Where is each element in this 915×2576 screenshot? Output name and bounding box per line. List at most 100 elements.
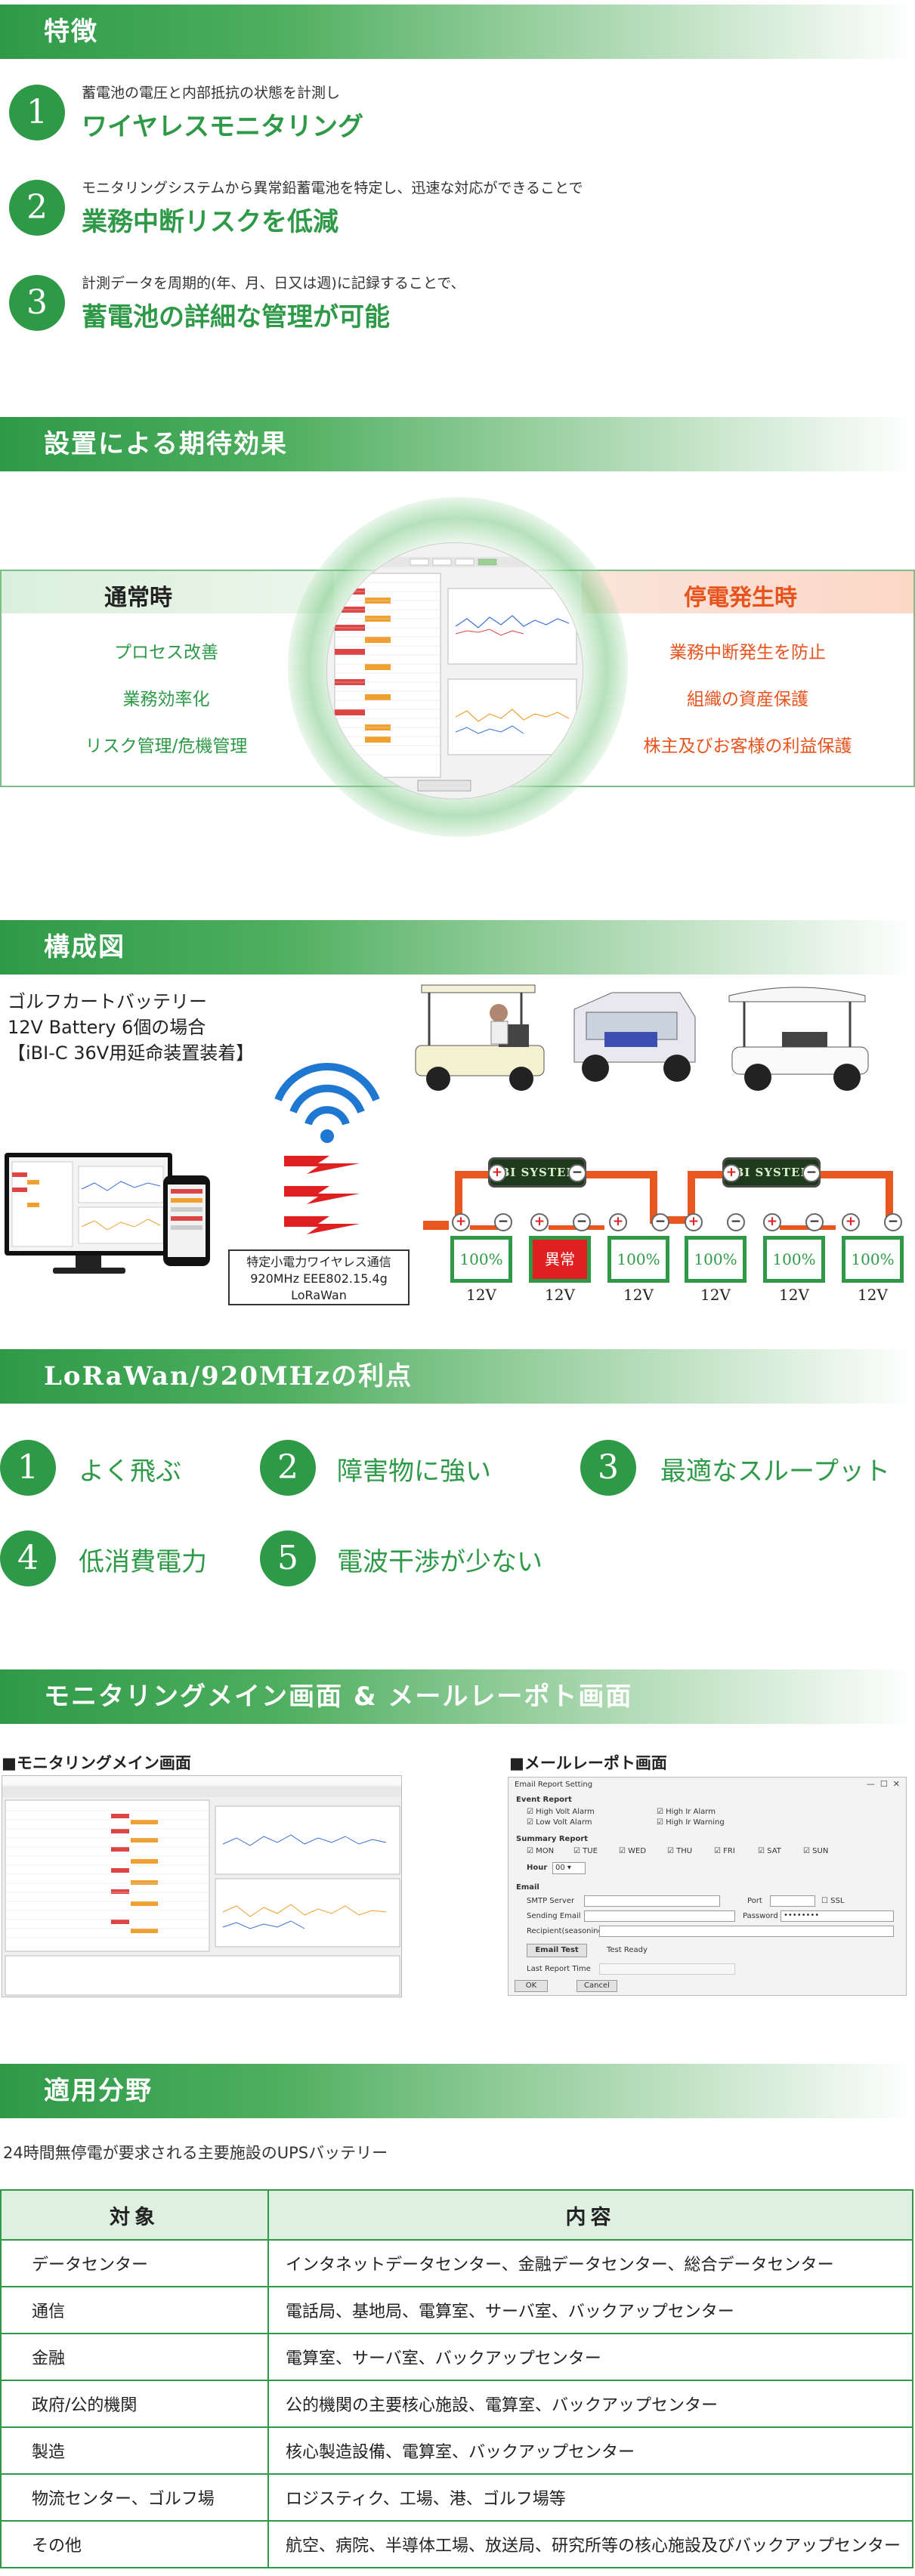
day-label: SUN: [812, 1847, 829, 1855]
feature-3-text: 計測データを周期的(年、月、日又は週)に記録することで、: [82, 275, 465, 292]
terminal-minus: −: [802, 1164, 821, 1182]
ssl-checkbox[interactable]: ☐ SSL: [821, 1897, 845, 1905]
monitoring-screenshot-circle: [326, 542, 583, 799]
col-content-header: 内容: [267, 2189, 913, 2241]
battery-3: 100%: [607, 1236, 669, 1283]
terminal-minus: −: [727, 1213, 745, 1231]
wire: [886, 1171, 893, 1224]
test-status-text: Test Ready: [607, 1946, 648, 1954]
terminal-plus: +: [763, 1213, 781, 1231]
lora-number: 1: [0, 1440, 56, 1496]
target-cell: 政府/公的機関: [0, 2380, 269, 2428]
terminal-minus: −: [494, 1213, 512, 1231]
password-label: Password: [743, 1912, 778, 1920]
battery-voltage-label: 12V: [779, 1286, 809, 1304]
table-row: 製造 核心製造設備、電算室、バックアップセンター: [0, 2426, 913, 2475]
outage-header-bg: [582, 571, 913, 613]
wire: [688, 1171, 695, 1224]
feature-3-title: 蓄電池の詳細な管理が可能: [82, 302, 390, 332]
table-row: 通信 電話局、基地局、電算室、サーバ室、バックアップセンター: [0, 2286, 913, 2334]
terminal-minus: −: [884, 1213, 902, 1231]
composition-desc-line: 【iBI-C 36V用延命装置装着】: [8, 1042, 255, 1064]
spec-line: 特定小電力ワイヤレス通信: [246, 1255, 391, 1269]
target-cell: その他: [0, 2520, 269, 2568]
wire: [650, 1171, 657, 1224]
battery-voltage-label: 12V: [545, 1286, 575, 1304]
day-checkbox[interactable]: ☑ MON: [527, 1847, 555, 1855]
cancel-button[interactable]: Cancel: [577, 1980, 617, 1992]
sending-email-input[interactable]: [584, 1910, 735, 1922]
radio-waves-icon: [284, 1156, 360, 1234]
content-cell: インタネットデータセンター、金融データセンター、総合データセンター: [267, 2239, 913, 2287]
low-volt-checkbox[interactable]: ☑ Low Volt Alarm: [527, 1818, 592, 1827]
target-cell: 通信: [0, 2286, 269, 2334]
high-ir-warning-checkbox[interactable]: ☑ High Ir Warning: [657, 1818, 725, 1827]
application-table: 対象 内容 データセンター インタネットデータセンター、金融データセンター、総合…: [0, 2189, 913, 2568]
recipient-label: Recipient(seasoning): [527, 1927, 606, 1935]
composition-header: 構成図: [0, 920, 915, 974]
day-label: SAT: [767, 1847, 781, 1855]
main-screen-label: ■モニタリングメイン画面: [2, 1754, 191, 1772]
high-volt-label: High Volt Alarm: [536, 1808, 595, 1816]
battery-4: 100%: [685, 1236, 747, 1283]
target-cell: データセンター: [0, 2239, 269, 2287]
normal-header-bg: [2, 571, 334, 613]
port-input[interactable]: [770, 1895, 815, 1907]
window-controls-icon[interactable]: — ☐ ✕: [866, 1779, 900, 1789]
battery-2-abnormal: 異常: [529, 1236, 591, 1283]
terminal-plus: +: [685, 1213, 703, 1231]
feature-1-title: ワイヤレスモニタリング: [82, 112, 363, 142]
monitoring-screen-image: [327, 543, 583, 798]
feature-2-title: 業務中断リスクを低減: [82, 207, 338, 237]
expectation-header: 設置による期待効果: [0, 417, 915, 471]
high-ir-alarm-checkbox[interactable]: ☑ High Ir Alarm: [657, 1808, 716, 1816]
content-cell: ロジスティク、工場、港、ゴルフ場等: [267, 2473, 913, 2522]
wireless-spec-box: 特定小電力ワイヤレス通信 920MHz EEE802.15.4g LoRaWan: [228, 1249, 410, 1305]
terminal-minus: −: [651, 1213, 669, 1231]
recipient-input[interactable]: [599, 1926, 894, 1937]
day-checkbox[interactable]: ☑ TUE: [573, 1847, 598, 1855]
mail-screen-label: ■メールレーポト画面: [509, 1754, 667, 1772]
wire: [470, 1225, 500, 1230]
spec-line: 920MHz EEE802.15.4g: [250, 1271, 388, 1286]
day-checkbox[interactable]: ☑ SUN: [803, 1847, 829, 1855]
day-checkbox[interactable]: ☑ FRI: [714, 1847, 735, 1855]
normal-title: 通常時: [104, 585, 172, 611]
smtp-server-input[interactable]: [584, 1895, 720, 1907]
lora-item-label: 障害物に強い: [337, 1456, 491, 1487]
ssl-label: SSL: [830, 1897, 845, 1905]
lora-number: 5: [260, 1530, 316, 1586]
low-volt-label: Low Volt Alarm: [536, 1818, 592, 1827]
content-cell: 公的機関の主要核心施設、電算室、バックアップセンター: [267, 2380, 913, 2428]
email-test-button[interactable]: Email Test: [527, 1944, 587, 1957]
day-checkbox[interactable]: ☑ SAT: [758, 1847, 781, 1855]
composition-desc-line: ゴルフカートバッテリー: [8, 991, 207, 1012]
golf-cart-image-1: [415, 984, 545, 1091]
hour-value: 00: [555, 1864, 565, 1872]
target-cell: 製造: [0, 2426, 269, 2475]
feature-2-text: モニタリングシステムから異常鉛蓄電池を特定し、迅速な対応ができることで: [82, 180, 583, 196]
lora-item-label: 最適なスループット: [660, 1456, 890, 1487]
table-row: その他 航空、病院、半導体工場、放送局、研究所等の核心施設及びバックアップセンタ…: [0, 2520, 913, 2568]
feature-1-text: 蓄電池の電圧と内部抵抗の状態を計測し: [82, 85, 341, 101]
day-checkbox[interactable]: ☑ WED: [619, 1847, 647, 1855]
password-input[interactable]: ••••••••: [781, 1910, 894, 1922]
composition-desc-line: 12V Battery 6個の場合: [8, 1017, 206, 1038]
table-row: データセンター インタネットデータセンター、金融データセンター、総合データセンタ…: [0, 2239, 913, 2287]
day-checkbox[interactable]: ☑ THU: [667, 1847, 693, 1855]
lora-number: 2: [260, 1440, 316, 1496]
table-header-row: 対象 内容: [0, 2189, 913, 2241]
application-header: 適用分野: [0, 2064, 915, 2118]
outage-item: 業務中断発生を防止: [669, 643, 826, 663]
terminal-minus: −: [573, 1213, 591, 1231]
hour-select[interactable]: 00 ▾: [552, 1862, 586, 1874]
smtp-server-label: SMTP Server: [527, 1897, 575, 1905]
feature-2-number: 2: [9, 180, 65, 236]
battery-voltage-label: 12V: [466, 1286, 496, 1304]
feature-1-number: 1: [9, 85, 65, 141]
port-label: Port: [747, 1897, 762, 1905]
battery-voltage-label: 12V: [623, 1286, 654, 1304]
high-volt-checkbox[interactable]: ☑ High Volt Alarm: [527, 1808, 595, 1816]
ok-button[interactable]: OK: [515, 1980, 548, 1992]
content-cell: 電話局、基地局、電算室、サーバ室、バックアップセンター: [267, 2286, 913, 2334]
